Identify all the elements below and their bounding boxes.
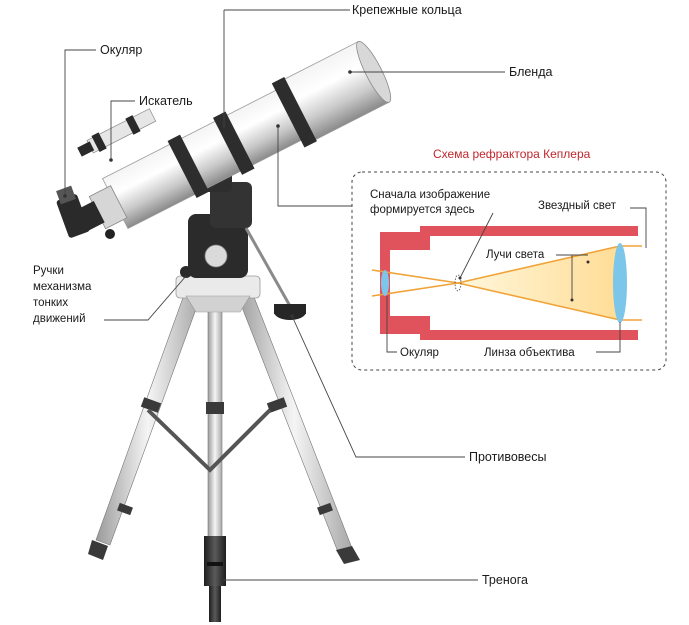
inset-box: Сначала изображение формируется здесь Зв…: [351, 171, 667, 371]
label-rings: Крепежные кольца: [352, 3, 462, 17]
leader-inset: [277, 126, 352, 207]
inset-title: Схема рефрактора Кеплера: [433, 147, 591, 161]
label-finder: Искатель: [139, 94, 193, 108]
inset-focal-point: [454, 274, 462, 292]
inset-leader-star: [630, 207, 647, 248]
inset-image-forms-line-1: Сначала изображение: [370, 189, 490, 201]
anchor-counterweights: [290, 314, 294, 318]
inset-leader-rays: [556, 254, 588, 300]
inset-eyepiece-label: Окуляр: [400, 347, 439, 359]
label-eyepiece: Окуляр: [100, 43, 142, 57]
telescope-illustration: [56, 40, 392, 622]
inset-leader-image: [459, 212, 494, 279]
inset-leader-objective: [596, 322, 621, 353]
inset-anchor-image: [458, 276, 462, 280]
inset-objective-lens: [613, 243, 627, 323]
leader-finder: [110, 100, 135, 160]
anchor-tripod: [220, 578, 224, 582]
inset-leader-eyepiece: [386, 296, 397, 353]
inset-tube: [380, 226, 638, 340]
inset-anchor-rays-1: [586, 260, 590, 264]
inset-eyepiece-lens: [381, 270, 389, 296]
label-knobs-line-1: Ручки: [33, 265, 64, 277]
anchor-eyepiece: [63, 194, 67, 198]
inset-image-forms-line-2: формируется здесь: [370, 204, 475, 216]
finder-scope: [77, 108, 157, 157]
tripod: [88, 291, 360, 622]
label-knobs-line-3: тонких: [33, 297, 68, 309]
label-knobs-line-2: механизма: [33, 281, 92, 293]
inset-light-cone: [458, 246, 620, 320]
label-tripod: Тренога: [482, 573, 528, 587]
inset-anchor-rays-2: [570, 298, 574, 302]
inset-objective-label: Линза объектива: [484, 347, 575, 359]
label-knobs: Ручки механизма тонких движений: [33, 265, 92, 325]
leader-knobs: [104, 275, 187, 321]
label-counterweights: Противовесы: [469, 450, 546, 464]
optical-tube: [75, 40, 392, 232]
tripod-head: [175, 266, 261, 313]
anchor-finder: [109, 158, 113, 162]
anchor-inset: [276, 124, 280, 128]
label-knobs-line-4: движений: [33, 313, 86, 325]
label-hood: Бленда: [509, 65, 553, 79]
leader-counterweights: [291, 315, 465, 458]
inset-light-rays: Лучи света: [486, 249, 545, 261]
inset-star-light: Звездный свет: [538, 200, 617, 212]
leader-eyepiece: [64, 49, 96, 196]
anchor-hood: [348, 70, 352, 74]
